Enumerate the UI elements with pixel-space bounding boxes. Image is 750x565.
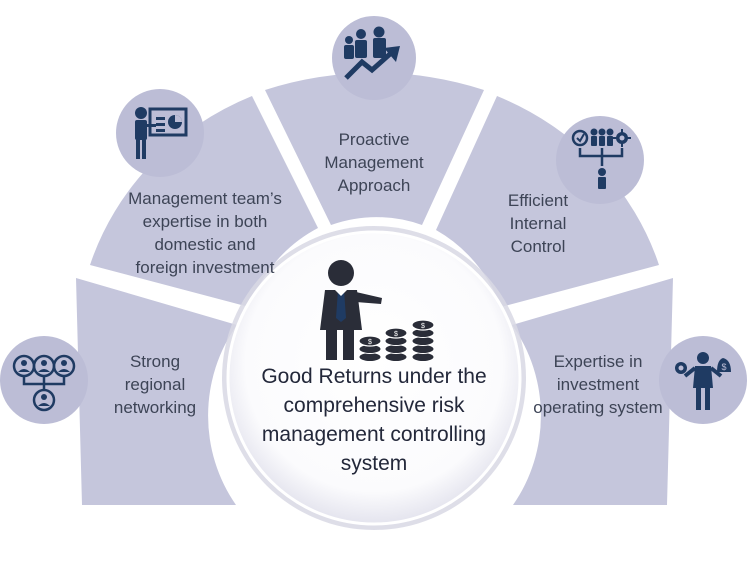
businessman-pointing-at-coin-stacks-icon	[320, 260, 382, 360]
segment-label-line: regional	[124, 375, 186, 394]
icon-circle-proactive	[332, 16, 416, 100]
segment-efficient-internal-control	[436, 96, 659, 307]
center-circle	[226, 230, 522, 526]
center-title-line: system	[340, 452, 408, 475]
segment-label-line: Strong	[129, 352, 181, 371]
segment-label-line: domestic and	[154, 235, 256, 254]
label-management-team-expertise: Management team’s expertise in both domest…	[120, 187, 290, 279]
hierarchy-control-icon	[571, 128, 631, 189]
label-strong-regional-networking: Strong regional networking	[100, 350, 210, 419]
center-title-line: management controlling	[261, 423, 487, 446]
svg-text:$: $	[721, 362, 726, 372]
team-growth-arrow-icon	[344, 26, 400, 80]
segment-label-line: Internal	[509, 214, 567, 233]
segment-management-team-expertise	[90, 96, 318, 307]
businessman-balance-icon: $	[675, 352, 731, 410]
people-network-icon	[12, 354, 76, 412]
dollar-sign-icon: $	[421, 323, 425, 330]
label-expertise-investment-operating-system: Expertise in investment operating system	[528, 350, 668, 419]
segment-label-line: Management	[324, 153, 424, 172]
segment-label-line: investment	[556, 375, 640, 394]
segment-strong-regional-networking	[76, 278, 237, 505]
coin-top	[384, 327, 408, 339]
icon-circle-management	[116, 89, 204, 177]
segment-label-line: Approach	[337, 176, 411, 195]
segment-label-line: expertise in both	[142, 212, 268, 231]
presenter-board-icon	[135, 107, 188, 159]
segment-label-line: Expertise in	[553, 352, 643, 371]
coin-top	[411, 319, 435, 331]
dollar-sign-icon: $	[368, 339, 372, 346]
segment-label-line: Efficient	[507, 191, 569, 210]
segment-label-line: operating system	[533, 398, 663, 417]
segment-label-line: networking	[113, 398, 197, 417]
center-title-line: Good Returns under the	[261, 365, 487, 388]
center-title: Good Returns under the comprehensive risk…	[243, 362, 505, 478]
center-title-line: comprehensive risk	[283, 394, 465, 417]
segment-label-line: foreign investment	[135, 258, 275, 277]
segment-label-line: Management team’s	[128, 189, 282, 208]
dollar-sign-icon: $	[394, 331, 398, 338]
coin-stacks-icon: $ $ $	[358, 319, 435, 362]
segment-expertise-investment-operating-system	[512, 278, 673, 505]
segment-proactive-management-approach	[265, 72, 484, 225]
segments-group	[76, 72, 673, 505]
coin-top	[358, 335, 382, 347]
segment-label-line: Control	[510, 237, 566, 256]
segment-label-line: Proactive	[338, 130, 410, 149]
